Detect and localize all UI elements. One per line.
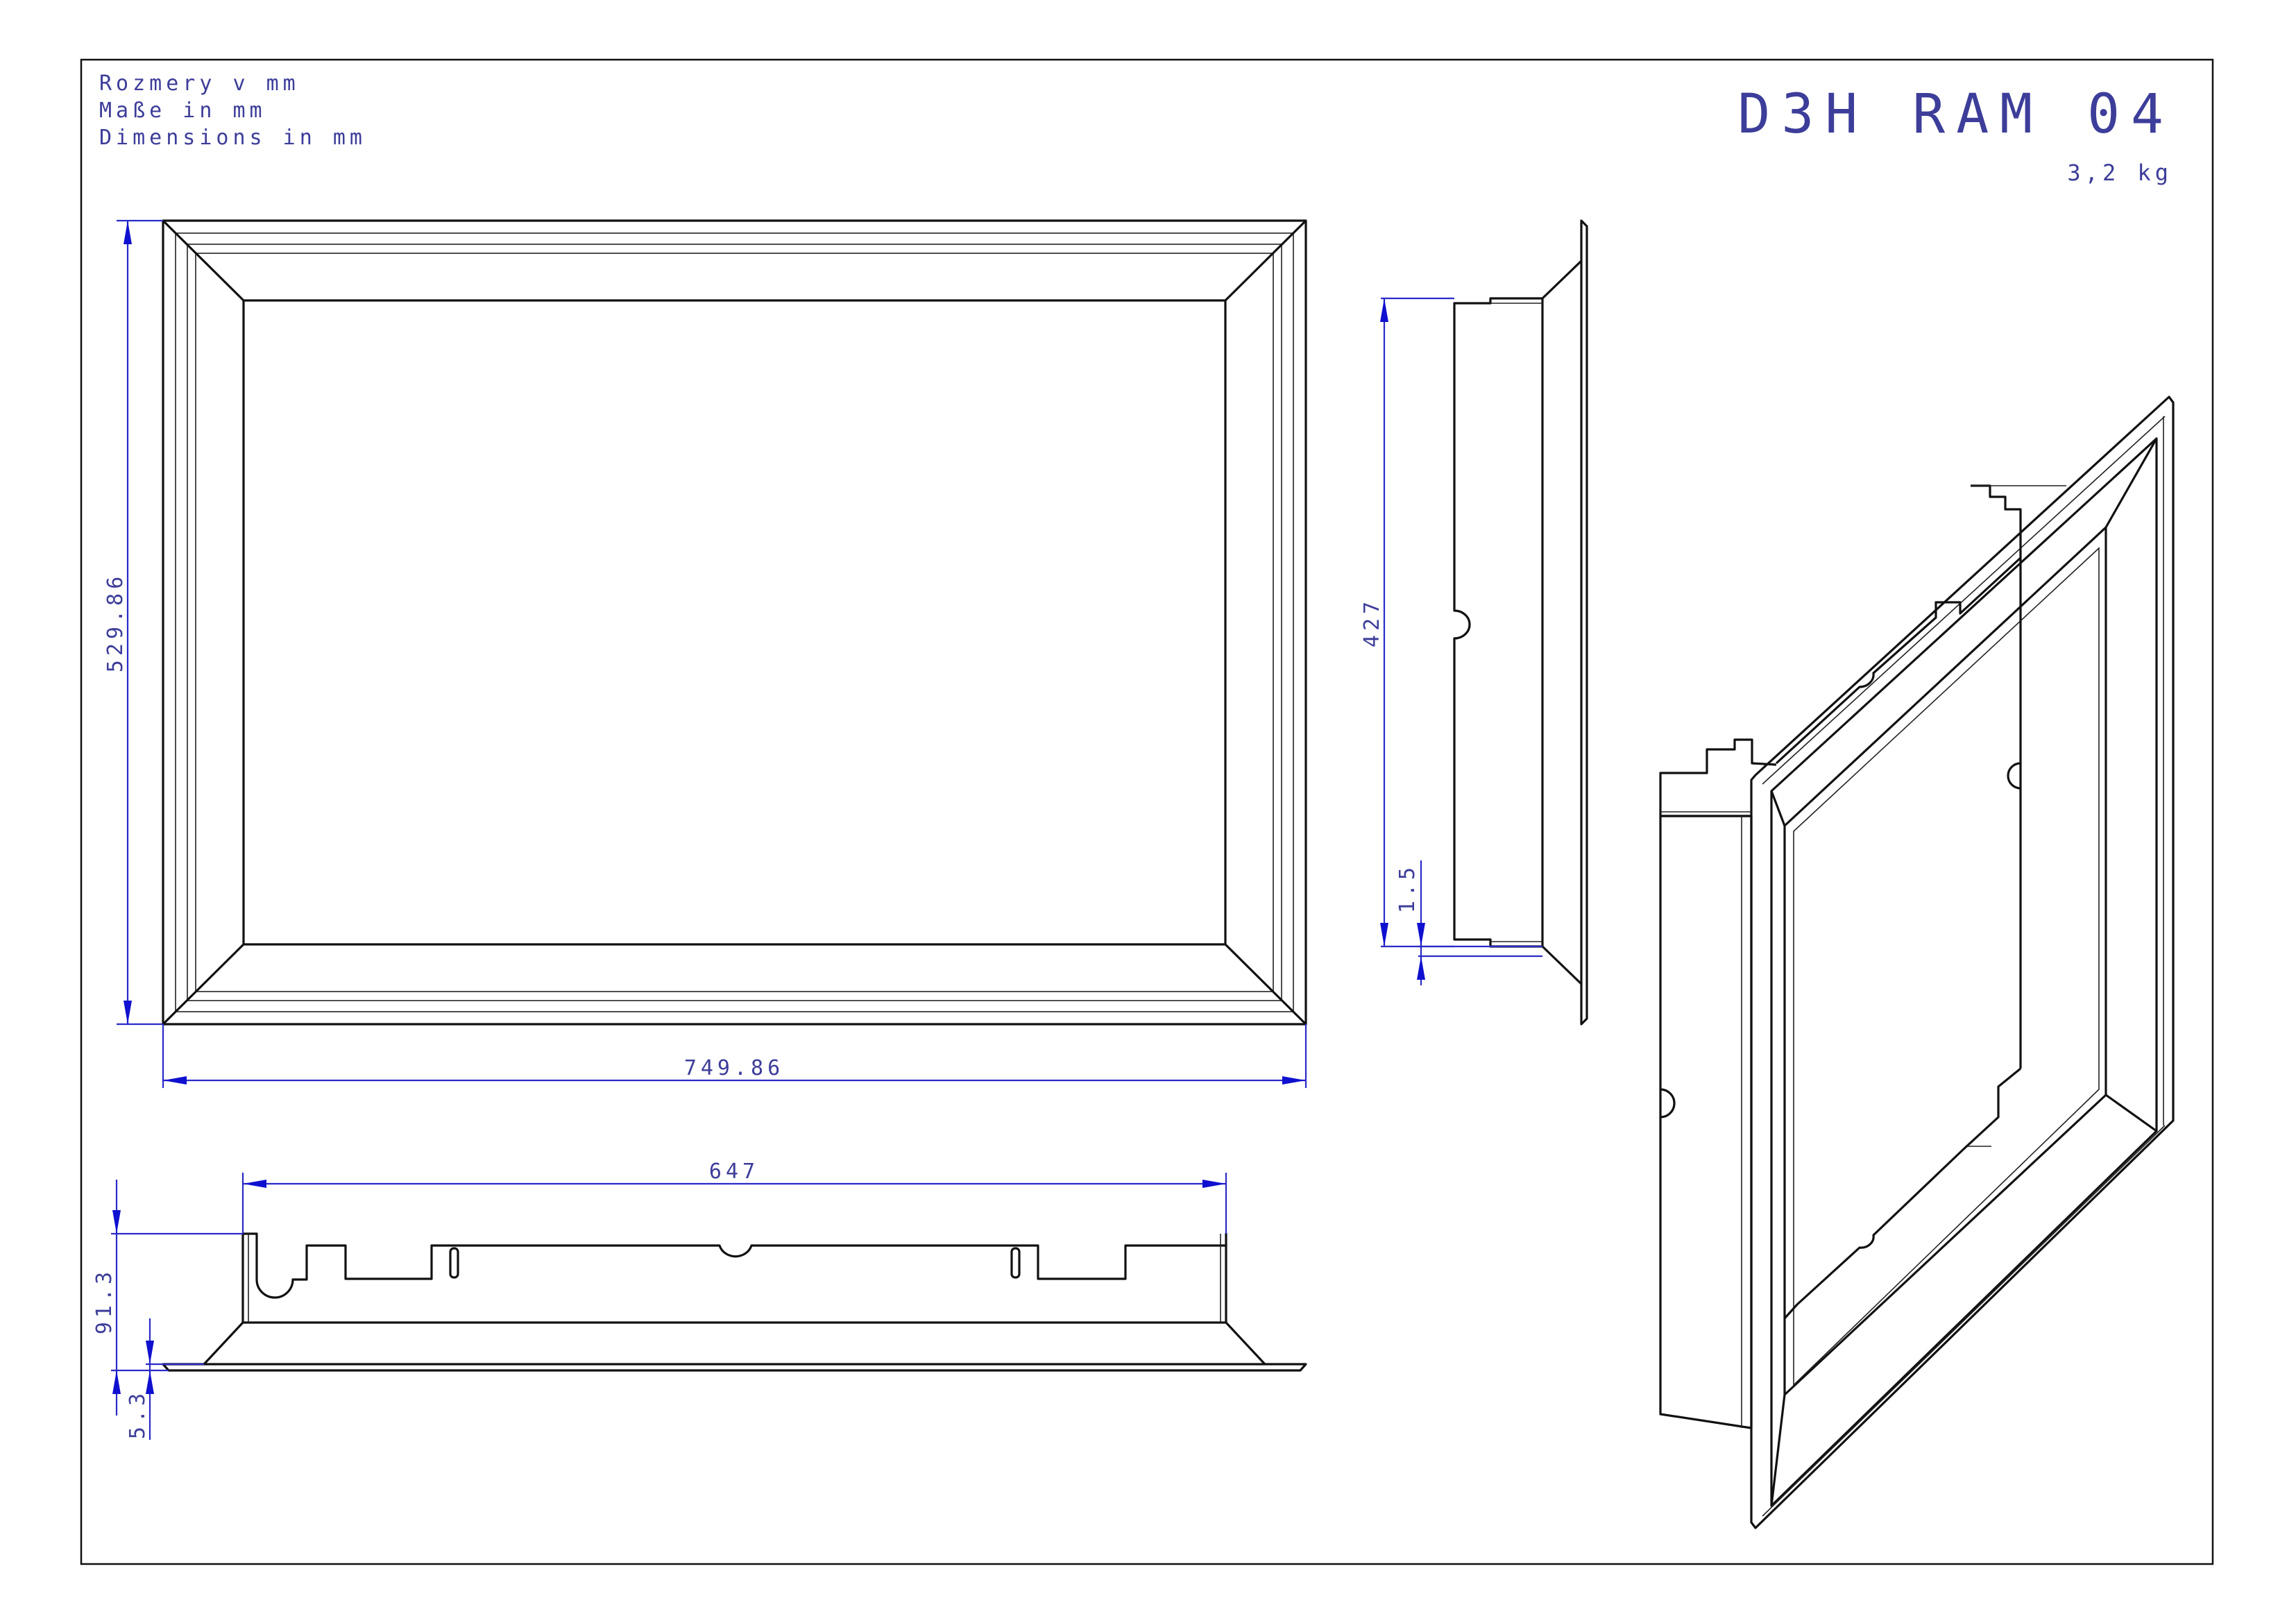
dim-bottom-width-label: 647 <box>709 1159 759 1184</box>
dim-bottom-depth-label: 91.3 <box>92 1268 117 1334</box>
side-view <box>1453 219 1588 1026</box>
dim-front-width: 749.86 <box>162 1024 1307 1088</box>
bottom-view <box>162 1232 1307 1372</box>
dim-front-width-label: 749.86 <box>684 1056 784 1080</box>
units-note-en: Dimensions in mm <box>99 126 366 150</box>
dim-side-offset-label: 1.5 <box>1395 863 1420 913</box>
dim-side-offset: 1.5 <box>1395 860 1542 985</box>
dim-front-height: 529.86 <box>103 219 163 1026</box>
isometric-view <box>1659 396 2175 1529</box>
dim-side-height-label: 427 <box>1360 597 1384 647</box>
front-view <box>162 219 1307 1026</box>
dim-bottom-flange-label: 5.3 <box>126 1389 150 1439</box>
drawing-title: D3H RAM 04 <box>1737 83 2175 146</box>
units-note-de: Maße in mm <box>99 99 266 123</box>
dim-bottom-flange: 5.3 <box>126 1318 204 1440</box>
dim-bottom-width: 647 <box>241 1159 1227 1234</box>
drawing-border <box>80 58 2214 1565</box>
dim-bottom-depth: 91.3 <box>92 1180 243 1416</box>
units-note-sk: Rozmery v mm <box>99 71 300 96</box>
dim-side-height: 427 <box>1360 297 1454 948</box>
weight-label: 3,2 kg <box>2067 160 2172 186</box>
dim-front-height-label: 529.86 <box>103 572 128 672</box>
